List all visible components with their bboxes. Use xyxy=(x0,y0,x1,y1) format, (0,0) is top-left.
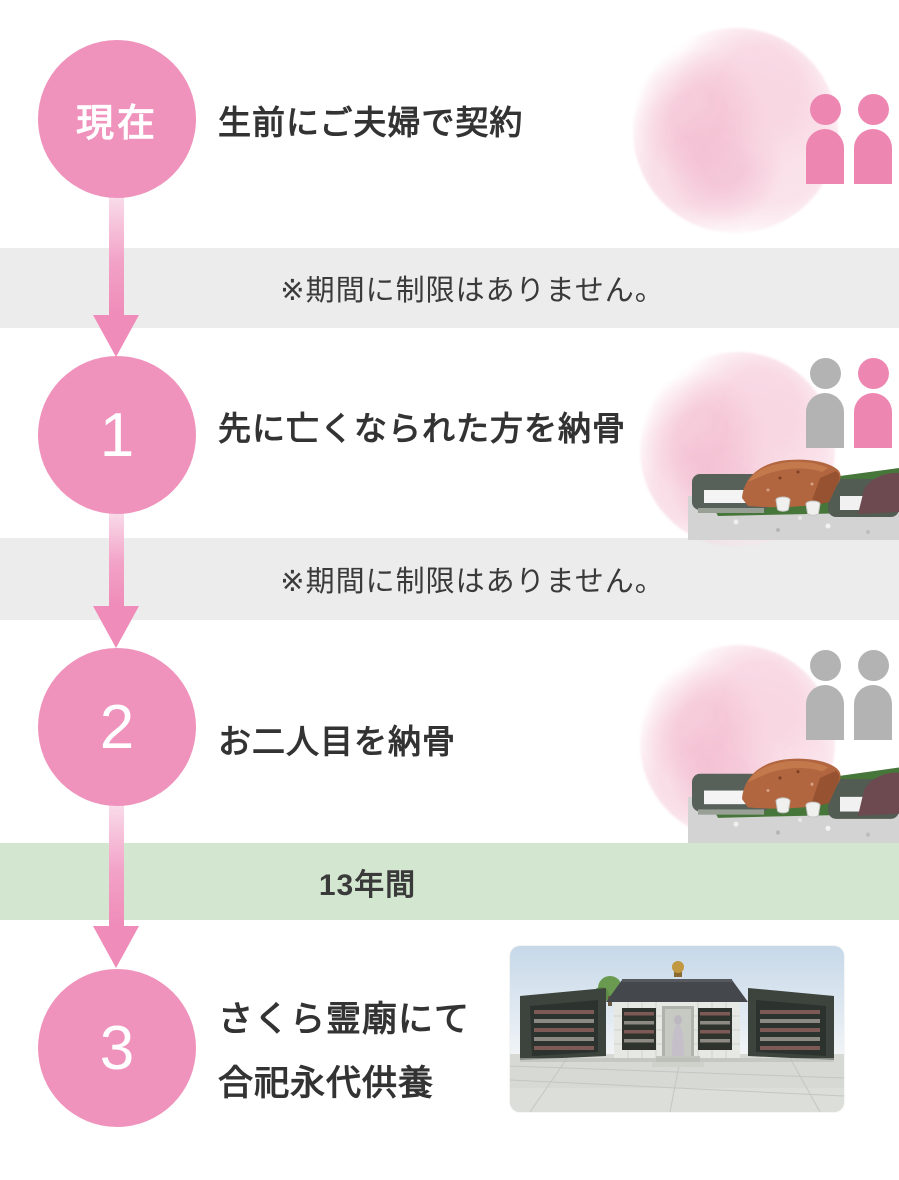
down-arrow-shaft-1 xyxy=(109,197,124,315)
person-body-icon xyxy=(854,129,892,184)
step-title-3-line2: 合祀永代供養 xyxy=(218,1064,435,1103)
no-time-limit-band-2: ※期間に制限はありません。 xyxy=(0,538,899,620)
person-head-icon xyxy=(809,650,841,681)
person-icon xyxy=(806,358,844,448)
step-badge-2: 2 xyxy=(38,648,196,806)
person-head-icon xyxy=(857,94,889,125)
step-badge-now-label: 現在 xyxy=(75,102,158,145)
step-badge-now: 現在 xyxy=(38,40,196,198)
thirteen-years-label: 13年間 xyxy=(318,868,417,902)
down-arrow-shaft-3 xyxy=(109,804,124,926)
couple-grave-photo xyxy=(688,736,899,843)
cherry-blossom-photo xyxy=(633,28,838,233)
step-badge-3: 3 xyxy=(38,969,196,1127)
person-body-icon xyxy=(854,393,892,448)
thirteen-years-band: 13年間 xyxy=(0,843,899,920)
no-time-limit-note: ※期間に制限はありません。 xyxy=(280,275,665,307)
person-icon xyxy=(854,94,892,184)
step-title-1: 先に亡くなられた方を納骨 xyxy=(218,410,626,447)
person-head-icon xyxy=(857,650,889,681)
down-arrow-shaft-2 xyxy=(109,512,124,606)
no-time-limit-band-1: ※期間に制限はありません。 xyxy=(0,248,899,328)
person-icon xyxy=(806,650,844,740)
person-body-icon xyxy=(854,685,892,740)
person-body-icon xyxy=(806,393,844,448)
person-head-icon xyxy=(809,94,841,125)
step-badge-1-label: 1 xyxy=(99,400,135,470)
down-arrow-head-3 xyxy=(93,926,139,968)
couple-icons-row-1 xyxy=(806,358,892,448)
person-head-icon xyxy=(809,358,841,389)
step-badge-3-label: 3 xyxy=(99,1013,135,1083)
sakura-mausoleum-photo xyxy=(510,946,844,1112)
step-badge-2-label: 2 xyxy=(99,692,135,762)
person-icon xyxy=(854,650,892,740)
step-title-3: さくら霊廟にて 合祀永代供養 xyxy=(218,988,470,1116)
step-badge-1: 1 xyxy=(38,356,196,514)
person-icon xyxy=(854,358,892,448)
couple-icons-row-2 xyxy=(806,650,892,740)
couple-icons-row-now xyxy=(806,94,892,184)
person-icon xyxy=(806,94,844,184)
person-body-icon xyxy=(806,685,844,740)
no-time-limit-note: ※期間に制限はありません。 xyxy=(280,566,665,598)
person-head-icon xyxy=(857,358,889,389)
step-title-now: 生前にご夫婦で契約 xyxy=(218,104,524,141)
down-arrow-head-1 xyxy=(93,315,139,357)
couple-grave-photo xyxy=(688,438,899,540)
down-arrow-head-2 xyxy=(93,606,139,648)
step-title-3-line1: さくら霊廟にて xyxy=(218,1000,471,1039)
person-body-icon xyxy=(806,129,844,184)
step-title-2: お二人目を納骨 xyxy=(218,723,456,760)
